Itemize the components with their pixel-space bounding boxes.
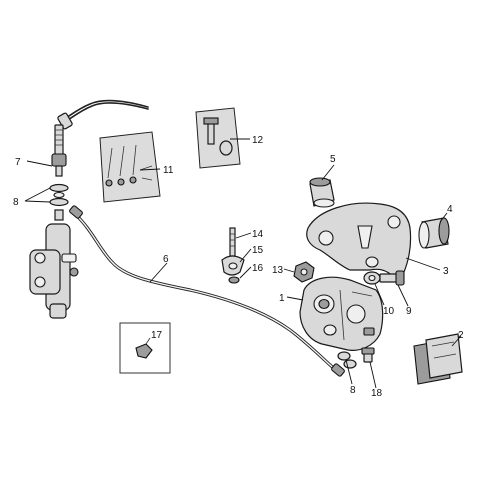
part-12-bag	[195, 107, 241, 169]
callout-labels: 7 8 11 12 5 4 3 6 14 15 16 13 1 10 9 2 1…	[13, 135, 464, 399]
callout-13: 13	[272, 265, 284, 276]
callout-6: 6	[163, 254, 169, 265]
reservoir-cable	[57, 99, 149, 130]
part-7-fitting	[51, 124, 67, 177]
part-10-washer	[363, 271, 381, 285]
part-8-washers-bottom	[337, 351, 357, 369]
part-5-bushing	[309, 177, 335, 208]
callout-1: 1	[279, 293, 285, 304]
callout-7: 7	[15, 157, 21, 168]
callout-2: 2	[458, 330, 464, 341]
callout-11: 11	[163, 165, 174, 176]
part-15-clip	[221, 255, 245, 276]
callout-10: 10	[383, 306, 395, 317]
part-18-bolt	[361, 347, 375, 363]
callout-18: 18	[371, 388, 383, 399]
callout-9: 9	[406, 306, 412, 317]
callout-12: 12	[252, 135, 264, 146]
part-14-bolt	[229, 227, 236, 257]
callout-17: 17	[151, 330, 163, 341]
master-cylinder	[29, 223, 79, 319]
leader-lines	[24, 138, 462, 389]
part-17-inset-box	[119, 322, 171, 374]
callout-3: 3	[443, 266, 449, 277]
part-1-caliper	[299, 276, 384, 351]
part-9-bolt	[379, 270, 405, 286]
callout-4: 4	[447, 204, 453, 215]
part-2-brake-pads	[413, 333, 463, 385]
part-13-nut	[293, 261, 315, 283]
callout-14: 14	[252, 229, 264, 240]
callout-15: 15	[252, 245, 264, 256]
part-3-bracket	[306, 202, 412, 279]
callout-16: 16	[252, 263, 264, 274]
part-8-washers-top	[49, 183, 69, 221]
brake-hose	[69, 205, 345, 377]
callout-8-top: 8	[13, 197, 19, 208]
callout-5: 5	[330, 154, 336, 165]
part-16-washer	[228, 276, 240, 284]
callout-8-bottom: 8	[350, 385, 356, 396]
part-11-bag	[99, 131, 161, 203]
part-4-bushing	[418, 217, 450, 249]
